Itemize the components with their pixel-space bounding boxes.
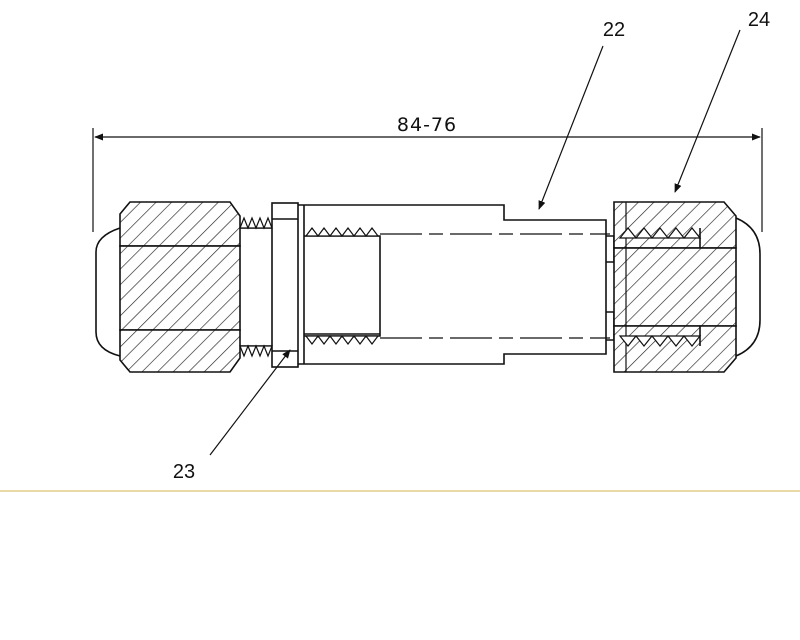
callout-23: 23	[173, 349, 291, 483]
right-gland-nut	[613, 201, 761, 373]
left-threaded-neck	[239, 216, 273, 358]
callout-23-label: 23	[173, 461, 195, 483]
callout-24: 24	[674, 9, 770, 193]
left-gland-nut	[95, 201, 241, 373]
dimension-label: 84-76	[397, 114, 457, 136]
overall-length-dimension: 84-76	[92, 114, 763, 232]
connector-body	[298, 204, 615, 365]
page-divider	[0, 490, 800, 492]
callout-24-label: 24	[748, 9, 770, 31]
callout-22-label: 22	[603, 19, 625, 41]
seal-washer	[271, 202, 299, 368]
callout-22: 22	[538, 19, 625, 210]
